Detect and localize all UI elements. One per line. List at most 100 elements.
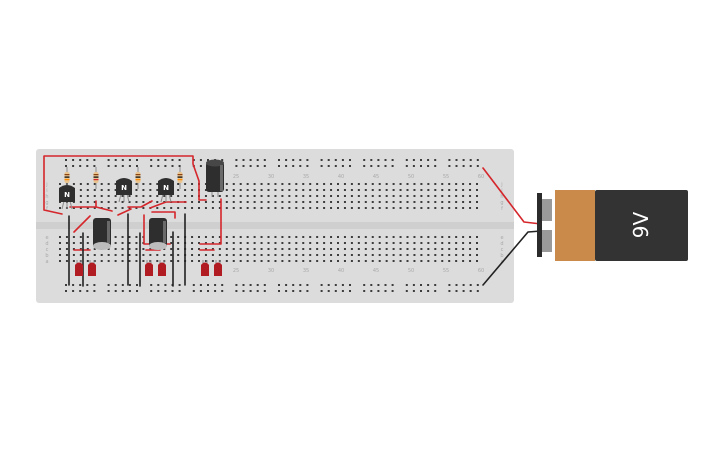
breadboard-hole[interactable] [323, 254, 326, 256]
breadboard-hole[interactable] [246, 189, 249, 191]
breadboard-hole[interactable] [171, 159, 174, 161]
breadboard-hole[interactable] [391, 165, 394, 167]
breadboard-hole[interactable] [107, 207, 110, 209]
breadboard-hole[interactable] [267, 189, 270, 191]
breadboard-hole[interactable] [292, 165, 295, 167]
breadboard-hole[interactable] [462, 260, 465, 262]
breadboard-hole[interactable] [384, 159, 387, 161]
breadboard-hole[interactable] [385, 254, 388, 256]
breadboard-hole[interactable] [295, 260, 298, 262]
breadboard-hole[interactable] [235, 159, 238, 161]
breadboard-hole[interactable] [476, 189, 478, 191]
breadboard-hole[interactable] [392, 189, 395, 191]
breadboard-hole[interactable] [299, 165, 302, 167]
breadboard-hole[interactable] [399, 248, 402, 250]
breadboard-hole[interactable] [327, 165, 330, 167]
breadboard-hole[interactable] [364, 189, 367, 191]
breadboard-hole[interactable] [330, 183, 333, 185]
breadboard-hole[interactable] [164, 284, 167, 286]
breadboard-hole[interactable] [225, 207, 228, 209]
breadboard-hole[interactable] [299, 284, 302, 286]
breadboard-hole[interactable] [214, 290, 217, 292]
breadboard-hole[interactable] [323, 260, 326, 262]
breadboard-hole[interactable] [256, 290, 259, 292]
breadboard-hole[interactable] [392, 254, 395, 256]
breadboard-hole[interactable] [232, 183, 235, 185]
breadboard-hole[interactable] [385, 183, 388, 185]
breadboard-hole[interactable] [405, 159, 408, 161]
breadboard-hole[interactable] [107, 165, 110, 167]
breadboard-hole[interactable] [163, 207, 166, 209]
breadboard-hole[interactable] [350, 195, 353, 197]
breadboard-hole[interactable] [295, 189, 298, 191]
red-led[interactable] [75, 260, 83, 276]
breadboard-hole[interactable] [385, 248, 388, 250]
breadboard-hole[interactable] [455, 236, 458, 238]
breadboard-hole[interactable] [350, 189, 353, 191]
breadboard-hole[interactable] [323, 183, 326, 185]
breadboard-hole[interactable] [323, 236, 326, 238]
breadboard-hole[interactable] [357, 254, 360, 256]
breadboard-hole[interactable] [455, 254, 458, 256]
breadboard-hole[interactable] [281, 242, 284, 244]
breadboard-hole[interactable] [93, 201, 96, 203]
wire-red-battery[interactable] [482, 167, 542, 225]
electrolytic-capacitor[interactable] [149, 218, 167, 250]
breadboard-hole[interactable] [364, 260, 367, 262]
breadboard-hole[interactable] [65, 159, 67, 161]
breadboard-hole[interactable] [392, 260, 395, 262]
breadboard-hole[interactable] [79, 165, 82, 167]
breadboard-hole[interactable] [100, 201, 103, 203]
breadboard-hole[interactable] [405, 290, 408, 292]
breadboard-hole[interactable] [239, 236, 242, 238]
breadboard-hole[interactable] [330, 260, 333, 262]
breadboard-hole[interactable] [420, 254, 423, 256]
breadboard-hole[interactable] [114, 236, 117, 238]
breadboard-hole[interactable] [267, 207, 270, 209]
breadboard-hole[interactable] [357, 195, 360, 197]
breadboard-hole[interactable] [274, 183, 277, 185]
breadboard-hole[interactable] [263, 165, 266, 167]
breadboard-hole[interactable] [392, 248, 395, 250]
breadboard-hole[interactable] [413, 201, 416, 203]
breadboard-hole[interactable] [309, 236, 312, 238]
breadboard-hole[interactable] [128, 195, 131, 197]
breadboard-hole[interactable] [448, 159, 451, 161]
breadboard-hole[interactable] [171, 290, 174, 292]
breadboard-hole[interactable] [441, 236, 444, 238]
breadboard-hole[interactable] [448, 195, 451, 197]
wire-black-mid[interactable] [82, 231, 174, 287]
breadboard-hole[interactable] [156, 195, 159, 197]
breadboard-hole[interactable] [86, 183, 89, 185]
breadboard-hole[interactable] [136, 159, 138, 161]
breadboard-hole[interactable] [65, 165, 67, 167]
breadboard-hole[interactable] [184, 189, 187, 191]
breadboard-hole[interactable] [378, 260, 381, 262]
breadboard-hole[interactable] [469, 165, 472, 167]
breadboard-hole[interactable] [448, 189, 451, 191]
breadboard-hole[interactable] [107, 254, 110, 256]
breadboard-hole[interactable] [448, 242, 451, 244]
breadboard-hole[interactable] [86, 165, 89, 167]
breadboard-hole[interactable] [142, 189, 145, 191]
breadboard-hole[interactable] [242, 165, 245, 167]
breadboard-hole[interactable] [199, 159, 202, 161]
breadboard-hole[interactable] [177, 189, 180, 191]
breadboard-hole[interactable] [413, 183, 416, 185]
breadboard-hole[interactable] [225, 242, 228, 244]
breadboard-hole[interactable] [476, 284, 479, 286]
breadboard-hole[interactable] [107, 260, 110, 262]
breadboard-hole[interactable] [378, 195, 381, 197]
breadboard-hole[interactable] [86, 260, 89, 262]
wire-black-battery[interactable] [482, 230, 542, 286]
breadboard-hole[interactable] [93, 159, 96, 161]
breadboard-hole[interactable] [249, 284, 252, 286]
breadboard-hole[interactable] [278, 159, 280, 161]
breadboard-hole[interactable] [239, 195, 242, 197]
breadboard-hole[interactable] [462, 284, 465, 286]
breadboard-hole[interactable] [476, 254, 478, 256]
breadboard-hole[interactable] [412, 284, 415, 286]
breadboard-hole[interactable] [114, 284, 117, 286]
breadboard-hole[interactable] [476, 236, 478, 238]
breadboard-hole[interactable] [253, 207, 256, 209]
